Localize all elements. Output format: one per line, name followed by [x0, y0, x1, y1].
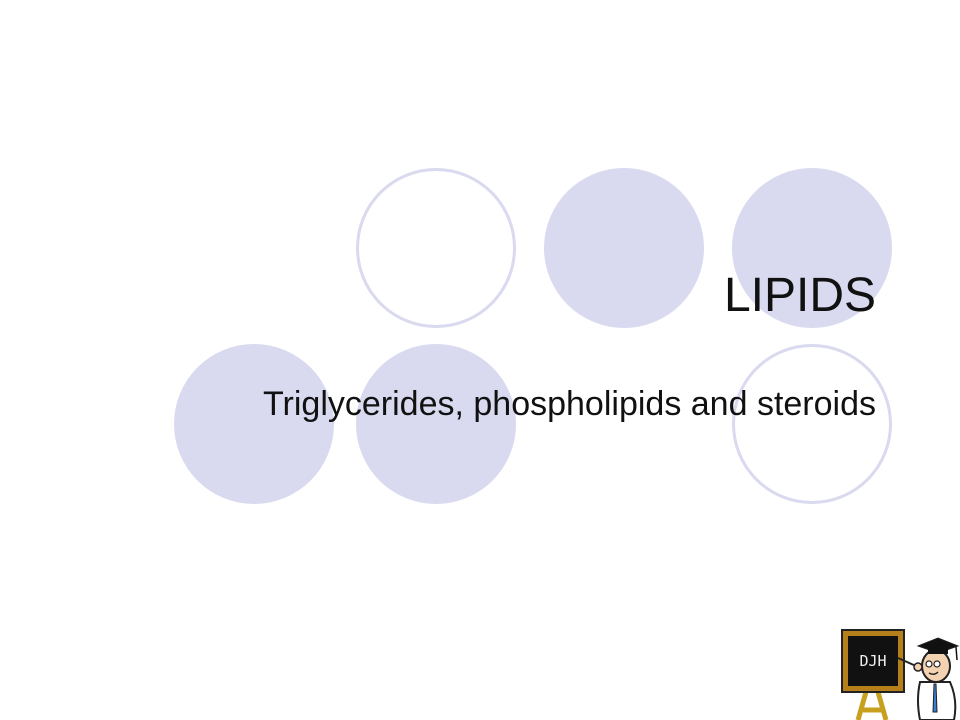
decorative-circle-filled	[174, 344, 334, 504]
decorative-circle-filled	[732, 168, 892, 328]
slide-title: LIPIDS	[723, 269, 876, 322]
decorative-circle-outline	[356, 168, 516, 328]
board-text: DJH	[859, 652, 886, 670]
teacher-mascot-icon: DJH	[841, 629, 960, 720]
decorative-circle-filled	[356, 344, 516, 504]
decorative-circle-outline	[732, 344, 892, 504]
decorative-circle-filled	[544, 168, 704, 328]
slide-subtitle: Triglycerides, phospholipids and steroid…	[263, 385, 876, 423]
